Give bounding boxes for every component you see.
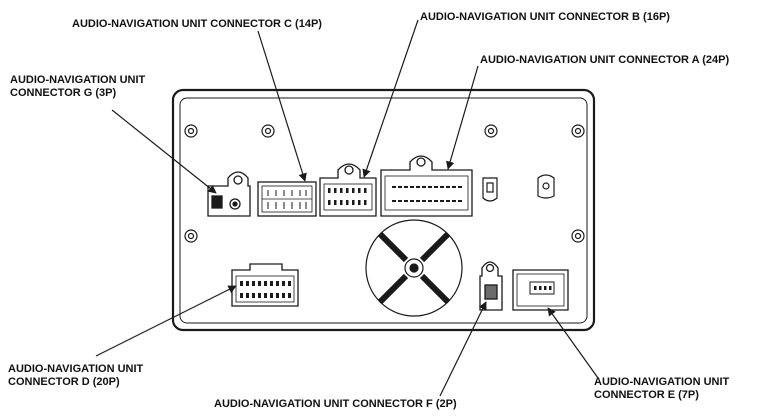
label-connector-e-line2: CONNECTOR E (7P) bbox=[594, 389, 699, 401]
mount-hole-icon bbox=[261, 124, 275, 138]
fan-grille bbox=[365, 219, 463, 317]
label-connector-g-line1: AUDIO-NAVIGATION UNIT bbox=[10, 74, 146, 86]
connector-b bbox=[319, 163, 377, 217]
leader-d bbox=[95, 285, 237, 357]
mount-hole-icon bbox=[571, 124, 585, 138]
mount-hole-icon bbox=[571, 229, 585, 243]
connector-f bbox=[479, 261, 503, 311]
label-connector-e-line1: AUDIO-NAVIGATION UNIT bbox=[594, 376, 730, 388]
connector-c bbox=[257, 181, 317, 217]
mounting-holes bbox=[184, 124, 585, 243]
label-connector-d-line1: AUDIO-NAVIGATION UNIT bbox=[8, 363, 144, 375]
leader-f bbox=[439, 301, 487, 397]
connector-e bbox=[512, 269, 569, 311]
unit-body bbox=[171, 88, 596, 332]
connector-a bbox=[380, 155, 473, 217]
label-connector-d-line2: CONNECTOR D (20P) bbox=[8, 376, 120, 388]
leader-e bbox=[547, 307, 599, 379]
leader-lines bbox=[95, 19, 599, 397]
connector-d bbox=[231, 263, 299, 307]
label-connector-b: AUDIO-NAVIGATION UNIT CONNECTOR B (16P) bbox=[420, 11, 670, 23]
mount-hole-icon bbox=[184, 229, 198, 243]
connector-g bbox=[207, 171, 251, 217]
leader-b bbox=[362, 19, 419, 178]
leader-c bbox=[257, 30, 307, 182]
leader-a bbox=[446, 65, 479, 170]
labels: AUDIO-NAVIGATION UNIT CONNECTOR C (14P) … bbox=[8, 11, 730, 410]
label-connector-g-line2: CONNECTOR G (3P) bbox=[10, 87, 116, 99]
label-connector-a: AUDIO-NAVIGATION UNIT CONNECTOR A (24P) bbox=[480, 54, 729, 66]
label-connector-f: AUDIO-NAVIGATION UNIT CONNECTOR F (2P) bbox=[214, 398, 457, 410]
mount-hole-icon bbox=[484, 124, 498, 138]
leader-g bbox=[111, 109, 217, 194]
mount-hole-icon bbox=[184, 124, 198, 138]
slot-holes bbox=[482, 174, 555, 202]
label-connector-c: AUDIO-NAVIGATION UNIT CONNECTOR C (14P) bbox=[72, 18, 322, 30]
